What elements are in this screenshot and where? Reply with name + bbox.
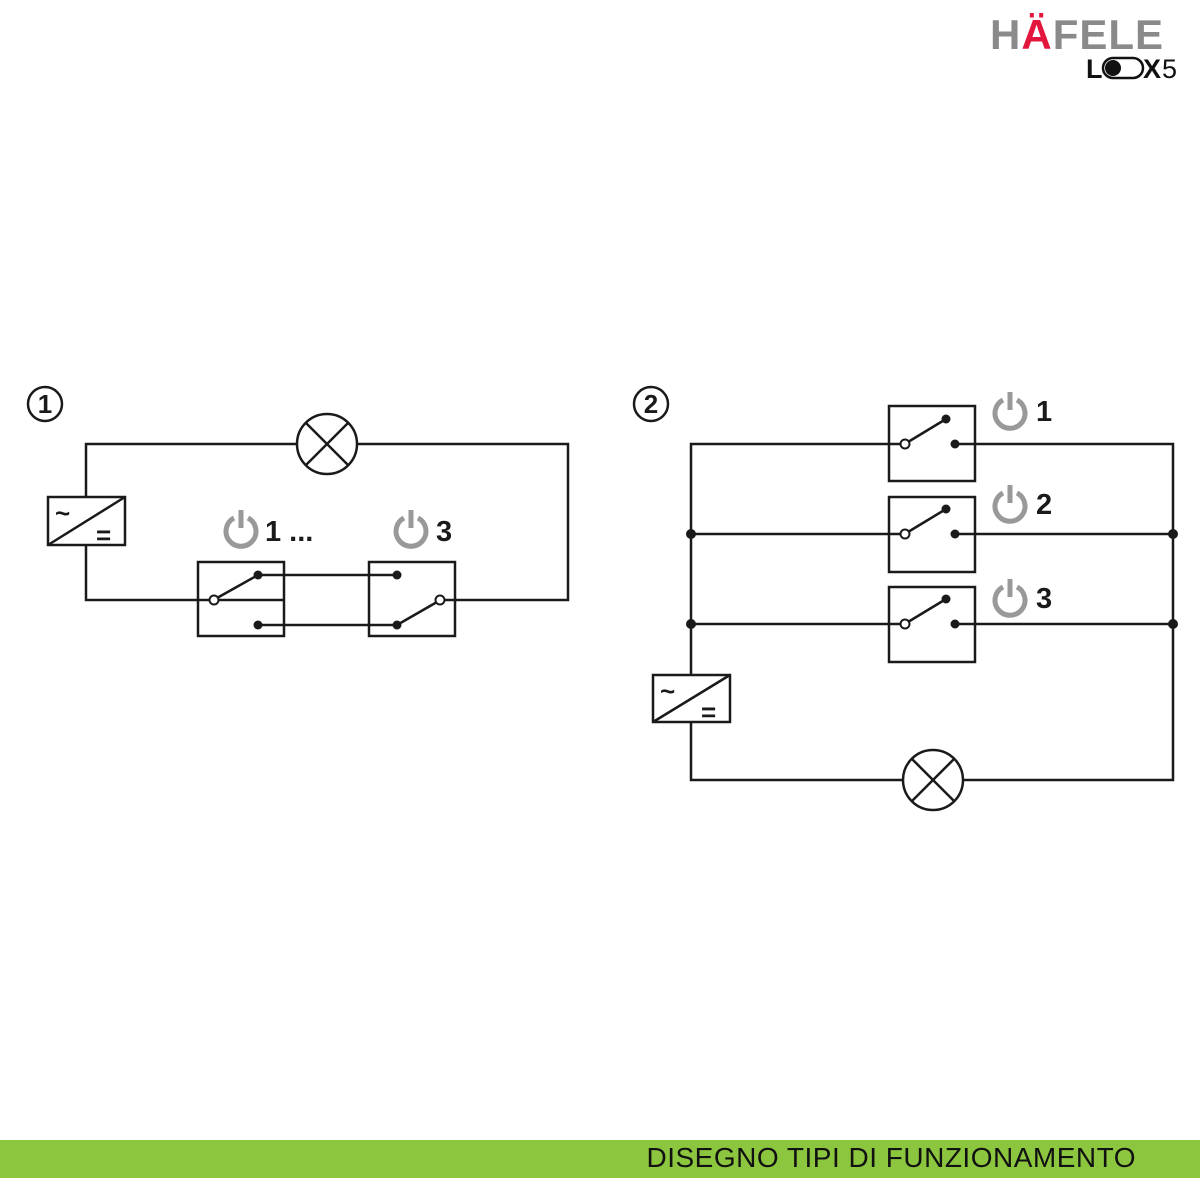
switch-label: 1 ... xyxy=(265,516,313,548)
svg-text:L: L xyxy=(1086,54,1103,84)
diagram-2-parallel-circuit: 2 ~ = xyxy=(632,385,1178,812)
switch-1-icon xyxy=(196,560,286,638)
switch-1-icon xyxy=(887,404,977,483)
power-icon xyxy=(995,579,1025,615)
converter-icon: ~ = xyxy=(651,673,732,727)
switch-3-icon xyxy=(367,560,457,638)
power-icon xyxy=(995,485,1025,521)
diagram-1-series-circuit: 1 ~ = xyxy=(26,385,570,638)
svg-text:HÄFELE: HÄFELE xyxy=(990,11,1164,58)
footer-banner: DISEGNO TIPI DI FUNZIONAMENTO xyxy=(0,1140,1200,1178)
diagram-number-badge xyxy=(632,385,670,423)
svg-text:X: X xyxy=(1143,54,1161,84)
switch-label: 3 xyxy=(436,516,452,548)
svg-text:=: = xyxy=(701,697,716,727)
switch-2-icon xyxy=(887,495,977,574)
footer-title: DISEGNO TIPI DI FUNZIONAMENTO xyxy=(646,1142,1136,1173)
switch-3-icon xyxy=(887,585,977,664)
converter-icon: ~ = xyxy=(46,495,127,550)
switch-label: 1 xyxy=(1036,396,1052,428)
hafele-loox5-logo: HÄFELE L X 5 xyxy=(990,11,1177,84)
diagram-number: 2 xyxy=(644,389,658,419)
switch-label: 2 xyxy=(1036,489,1052,521)
lamp-icon xyxy=(901,748,965,812)
power-icon xyxy=(995,392,1025,428)
diagram-number: 1 xyxy=(38,389,52,419)
switch-label: 3 xyxy=(1036,583,1052,615)
power-icon xyxy=(226,510,256,546)
power-icon xyxy=(396,510,426,546)
svg-text:5: 5 xyxy=(1162,54,1177,84)
svg-text:~: ~ xyxy=(55,498,70,528)
svg-text:=: = xyxy=(96,520,111,550)
diagram-number-badge xyxy=(26,385,64,423)
lamp-icon xyxy=(295,412,359,476)
svg-text:~: ~ xyxy=(660,676,675,706)
